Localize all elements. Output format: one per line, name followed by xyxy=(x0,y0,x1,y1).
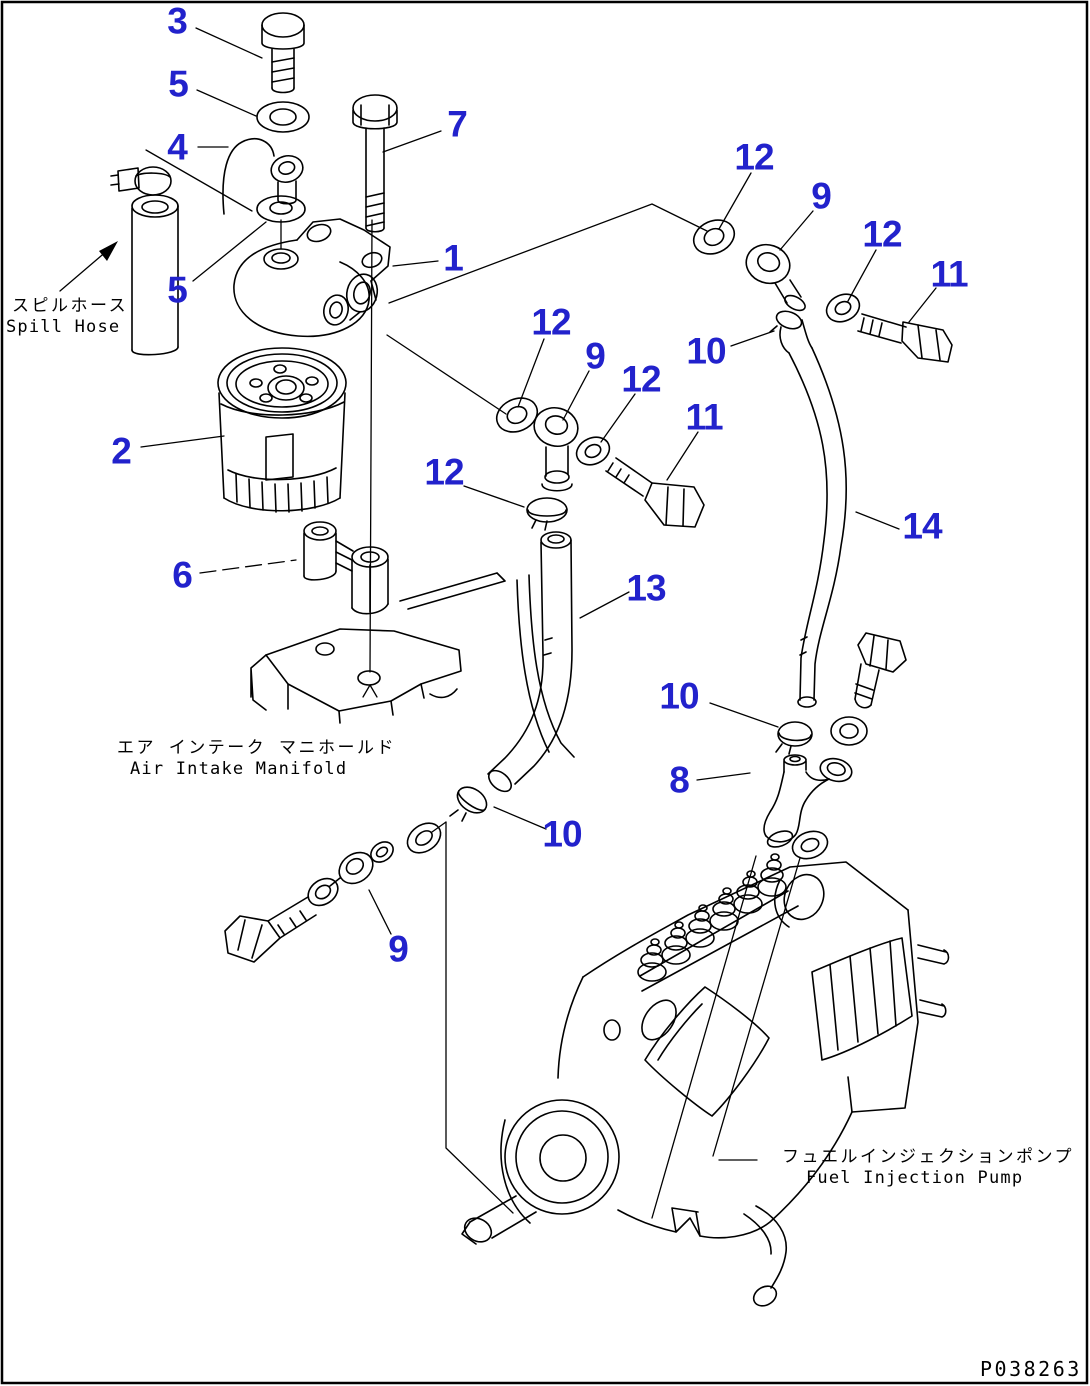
callout-10-12: 10 xyxy=(686,330,726,372)
air-intake-manifold-label-jp: エア インテーク マニホールド xyxy=(117,738,396,758)
callout-6-18: 6 xyxy=(172,554,193,596)
fuel-injection-pump-label-en: Fuel Injection Pump xyxy=(806,1168,1024,1189)
callout-11-14: 11 xyxy=(685,396,723,438)
callout-14-17: 14 xyxy=(902,505,942,547)
callout-12-10: 12 xyxy=(531,301,571,343)
callout-8-21: 8 xyxy=(669,759,690,801)
callout-4-2: 4 xyxy=(167,126,188,168)
elbow-10a-drawing xyxy=(769,310,813,354)
fuel-injection-pump-drawing xyxy=(461,853,950,1307)
arrow-icon xyxy=(99,241,118,261)
washer-5-top-drawing xyxy=(256,101,310,133)
washer-5-lower-drawing xyxy=(256,195,306,223)
callout-12-4: 12 xyxy=(734,136,774,178)
callout-10-20: 10 xyxy=(659,675,699,717)
fitting-4-drawing xyxy=(222,138,304,215)
callout-5-1: 5 xyxy=(168,63,189,105)
callout-2-15: 2 xyxy=(111,430,132,472)
filter-head-1-drawing xyxy=(233,218,391,338)
washer-12d-drawing xyxy=(575,436,611,466)
callout-13-19: 13 xyxy=(626,567,666,609)
banjo-9a-drawing xyxy=(745,243,806,312)
callout-12-6: 12 xyxy=(862,213,902,255)
air-intake-manifold-label-en: Air Intake Manifold xyxy=(130,759,348,780)
clamp-10c-drawing xyxy=(449,786,488,822)
callout-9-5: 9 xyxy=(811,175,832,217)
fuel-injection-pump-label-jp: フュエルインジェクションポンプ xyxy=(782,1147,1074,1167)
spill-hose-label-jp: スピルホース xyxy=(12,296,129,316)
washer-12a-drawing xyxy=(692,219,736,255)
spill-hose-label-en: Spill Hose xyxy=(6,317,121,338)
clamp-10b-drawing xyxy=(775,721,813,755)
clamp-12e-drawing xyxy=(526,497,568,531)
bolt-11a-drawing xyxy=(857,313,953,363)
spill-hose-label: スピルホース Spill Hose xyxy=(6,296,129,339)
callout-12-13: 12 xyxy=(621,358,661,400)
banjo-9c-drawing xyxy=(307,841,394,907)
elbow-8-drawing xyxy=(763,754,853,848)
leader-lines xyxy=(59,27,937,1219)
callout-10-22: 10 xyxy=(542,813,582,855)
washer-12b-drawing xyxy=(825,293,861,323)
callout-1-8: 1 xyxy=(443,237,464,279)
washer-12c-drawing xyxy=(495,397,539,433)
banjo-9b-drawing xyxy=(533,407,579,492)
fuel-injection-pump-label: フュエルインジェクションポンプ Fuel Injection Pump xyxy=(782,1147,1074,1190)
bracket-6-drawing xyxy=(303,521,389,615)
callout-5-9: 5 xyxy=(167,269,188,311)
hose-14-drawing xyxy=(788,347,848,708)
callout-9-11: 9 xyxy=(585,335,606,377)
drawing-code: P038263 xyxy=(980,1357,1082,1381)
bolt-bl-drawing xyxy=(224,896,317,963)
fuel-filter-2-drawing xyxy=(217,347,347,513)
callout-3-0: 3 xyxy=(167,0,188,42)
bolt-11b-drawing xyxy=(605,457,705,528)
callout-12-16: 12 xyxy=(424,451,464,493)
callout-7-3: 7 xyxy=(447,103,468,145)
spill-hose-drawing xyxy=(131,194,179,356)
air-intake-manifold-drawing xyxy=(250,572,575,758)
callout-11-7: 11 xyxy=(930,253,968,295)
bolt-7-drawing xyxy=(352,94,398,233)
washer-lr-drawing xyxy=(830,716,868,746)
hose-clamp-drawing xyxy=(110,166,172,196)
washer-8-drawing xyxy=(791,830,829,860)
bolt-lr-drawing xyxy=(854,632,907,709)
air-intake-manifold-label: エア インテーク マニホールド Air Intake Manifold xyxy=(117,738,396,781)
hose-13-drawing xyxy=(487,531,573,793)
washer-bl-drawing xyxy=(406,822,442,854)
bolt-3-drawing xyxy=(261,12,305,94)
callout-9-23: 9 xyxy=(388,928,409,970)
